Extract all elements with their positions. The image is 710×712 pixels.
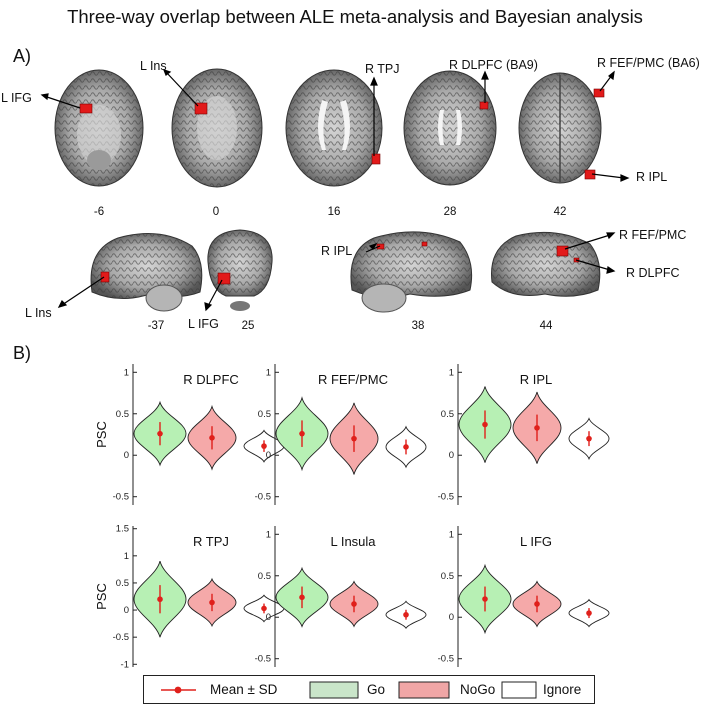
mean-dot [157,430,163,437]
y-tick-label: 0.5 [441,571,454,582]
axial-slice-3 [285,69,383,187]
label-l-ins-top: L Ins [140,59,167,73]
mean-dot [403,611,409,618]
mean-dot [351,601,357,607]
violin-plots: -0.5 0 0.5 1 R DLPFC PSC -0.5 0 0.5 1 R FEF/PMC -0.… [94,364,610,670]
y-axis-label: PSC [94,421,109,448]
legend-swatch-nogo [398,681,450,699]
mean-dot [299,430,305,437]
mean-dot [261,443,267,449]
mean-dot [586,610,592,616]
slice-number: -6 [93,206,105,218]
mean-dot [482,421,488,428]
mean-dot [261,605,267,612]
label-l-ifg-top: L IFG [1,91,32,105]
y-tick-label: 1.5 [116,524,129,535]
figure-title: Three-way overlap between ALE meta-analy… [67,6,643,27]
legend-swatch-go [309,681,359,699]
slice-number: 16 [327,206,341,218]
y-tick-label: -1 [121,659,129,670]
panel-b-label: B) [13,343,31,363]
plot-title: R TPJ [193,534,229,549]
legend: Mean ± SD Go NoGo Ignore [143,675,595,704]
axial-slice-1 [54,69,144,187]
y-tick-label: -0.5 [438,492,454,503]
mean-dot [351,435,357,442]
label-r-tpj: R TPJ [365,62,400,76]
label-r-fef-ba6: R FEF/PMC (BA6) [597,56,700,70]
y-tick-label: 1 [124,367,129,378]
mean-dot [586,435,592,442]
legend-swatch-ignore [501,681,537,699]
slice-number: -37 [147,320,165,332]
region-arrows [40,69,630,312]
mean-dot [403,444,409,450]
mean-dot [534,601,540,607]
activation-clusters [79,88,605,285]
label-r-dlpfc: R DLPFC [626,266,680,280]
y-tick-label: 1 [266,367,271,378]
plot-title: R IPL [520,372,553,387]
mean-dot [209,599,215,606]
label-r-fef-pmc: R FEF/PMC [619,228,687,242]
slice-number: 0 [212,206,220,218]
slice-number: 44 [539,320,553,332]
y-tick-label: 1 [449,529,454,540]
y-tick-label: 0.5 [258,409,271,420]
y-tick-label: 1 [266,529,271,540]
mean-dot [157,596,163,603]
legend-swatches [161,681,537,699]
axial-slice-4 [403,70,497,186]
y-tick-label: 1 [124,551,129,562]
brain-slices [40,68,630,313]
y-tick-label: -0.5 [438,654,454,665]
y-tick-label: -0.5 [113,492,129,503]
y-tick-label: 0.5 [441,409,454,420]
y-tick-label: 0.5 [116,578,129,589]
label-r-ipl-top: R IPL [636,170,668,184]
y-tick-label: 0 [124,605,129,616]
sagittal-slice-3 [491,231,601,297]
y-tick-label: 0 [449,612,454,623]
legend-mean-label: Mean ± SD [210,682,278,697]
mean-dot [482,596,488,602]
sagittal-slice-1 [90,233,203,312]
y-tick-label: -0.5 [113,632,129,643]
label-l-ins-bottom: L Ins [25,306,52,320]
plot-title: L IFG [520,534,552,549]
plot-title: L Insula [330,534,376,549]
label-r-ipl-bottom: R IPL [321,244,353,258]
y-tick-label: 0 [449,450,454,461]
slice-number: 25 [241,320,255,332]
plot-title: R DLPFC [183,372,239,387]
legend-ignore-label: Ignore [543,682,582,697]
y-tick-label: 0 [266,450,271,461]
axial-slice-5 [518,72,602,184]
coronal-slice-1 [207,229,273,311]
axial-slice-2 [171,68,263,188]
slice-number: 38 [411,320,425,332]
sagittal-slice-2 [350,231,473,313]
y-tick-label: 0.5 [258,571,271,582]
legend-nogo-label: NoGo [460,682,496,697]
label-r-dlpfc-ba9: R DLPFC (BA9) [449,58,538,72]
mean-dot [209,435,215,441]
y-tick-label: -0.5 [255,654,271,665]
mean-dot [299,594,305,601]
y-tick-label: -0.5 [255,492,271,503]
y-tick-label: 1 [449,367,454,378]
panel-a-label: A) [13,46,31,66]
y-tick-label: 0.5 [116,409,129,420]
legend-go-label: Go [367,682,386,697]
slice-number: 42 [553,206,567,218]
y-tick-label: 0 [124,450,129,461]
y-tick-label: 0 [266,612,271,623]
slice-number: 28 [443,206,457,218]
legend-dot-mean [174,686,182,694]
mean-dot [534,425,540,431]
label-l-ifg-bottom: L IFG [188,317,219,331]
plot-title: R FEF/PMC [318,372,388,387]
y-axis-label: PSC [94,583,109,610]
